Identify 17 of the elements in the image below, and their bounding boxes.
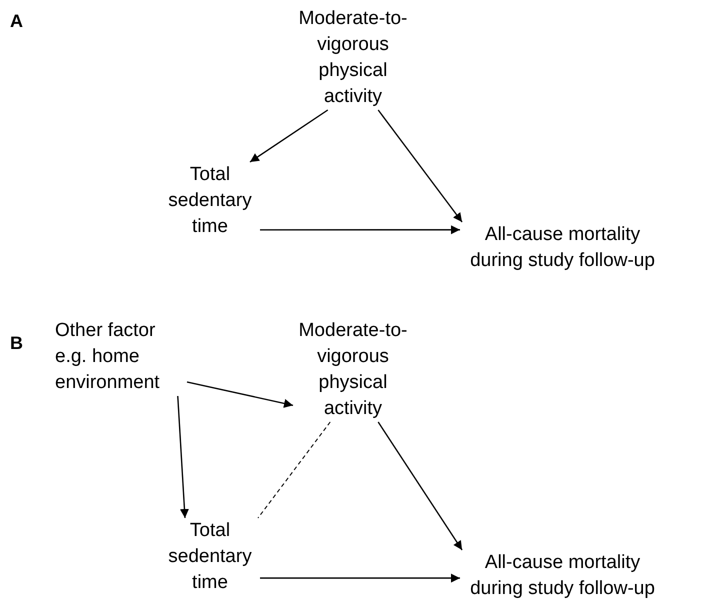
node-label: Moderate-to-vigorous physical activity bbox=[298, 7, 408, 109]
node-label: Other factor e.g. home environment bbox=[55, 319, 161, 395]
node-label: Total sedentary time bbox=[167, 163, 253, 239]
arrow bbox=[378, 422, 463, 550]
panel-letter: B bbox=[10, 332, 23, 355]
arrow bbox=[177, 396, 189, 518]
arrow bbox=[378, 110, 463, 222]
dashed-line bbox=[258, 422, 331, 518]
arrow bbox=[260, 225, 460, 234]
arrow bbox=[186, 381, 294, 408]
panel-letter: A bbox=[10, 10, 23, 33]
node-label: Moderate-to-vigorous physical activity bbox=[298, 319, 408, 421]
arrow bbox=[260, 574, 460, 583]
node-label: Total sedentary time bbox=[167, 519, 253, 595]
node-label: All-cause mortality during study follow-up bbox=[469, 551, 656, 601]
arrow bbox=[250, 109, 328, 163]
node-label: All-cause mortality during study follow-up bbox=[469, 223, 656, 273]
